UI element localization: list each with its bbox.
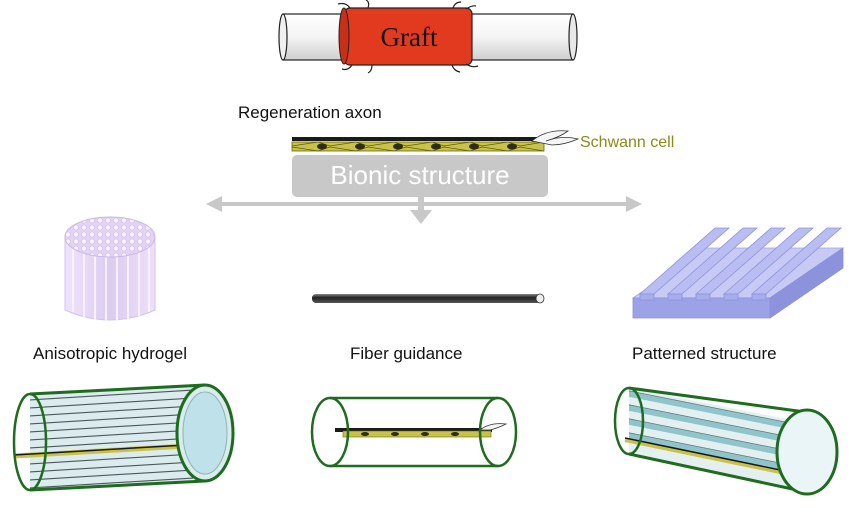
- schwann-cell-boundaries: [291, 141, 545, 152]
- axon-schematic: [291, 130, 580, 152]
- nerve-tube-end-left: [278, 13, 288, 61]
- caption-fiber-guidance: Fiber guidance: [350, 344, 463, 363]
- bionic-structure-label: Bionic structure: [330, 160, 510, 190]
- patterned-block: [631, 227, 845, 319]
- schwann-cell-band: [291, 141, 545, 152]
- regeneration-axon-line: [292, 137, 538, 141]
- graft-group: [278, 0, 578, 74]
- caption-anisotropic-hydrogel: Anisotropic hydrogel: [33, 344, 188, 363]
- schwann-cell-label: Schwann cell: [580, 134, 675, 151]
- hydrogel-cylinder: [64, 216, 156, 321]
- arrow-down-stem: [418, 197, 424, 211]
- caption-patterned-structure: Patterned structure: [632, 344, 777, 363]
- bionic-group: [206, 155, 642, 224]
- conduit-hydrogel: [12, 383, 235, 492]
- conduit-end-right: [775, 408, 839, 496]
- graft-label: Graft: [380, 22, 438, 52]
- growth-cone-icon: [531, 130, 580, 146]
- arrow-down-icon: [410, 210, 432, 224]
- nerve-tube-end-right: [568, 13, 578, 61]
- conduit-patterned: [613, 386, 839, 496]
- fiber-rod: [312, 293, 545, 304]
- conduit-end-center: [478, 396, 518, 468]
- bionic-structure-box: [292, 155, 548, 197]
- graft-sleeve-edge: [338, 7, 350, 65]
- arrow-left-icon: [206, 196, 222, 212]
- suture-marks: [337, 0, 479, 74]
- honeycomb-top: [64, 216, 156, 258]
- arrow-right-icon: [626, 196, 642, 212]
- conduit-fiber: [310, 396, 518, 468]
- regeneration-axon-label: Regeneration axon: [238, 103, 382, 122]
